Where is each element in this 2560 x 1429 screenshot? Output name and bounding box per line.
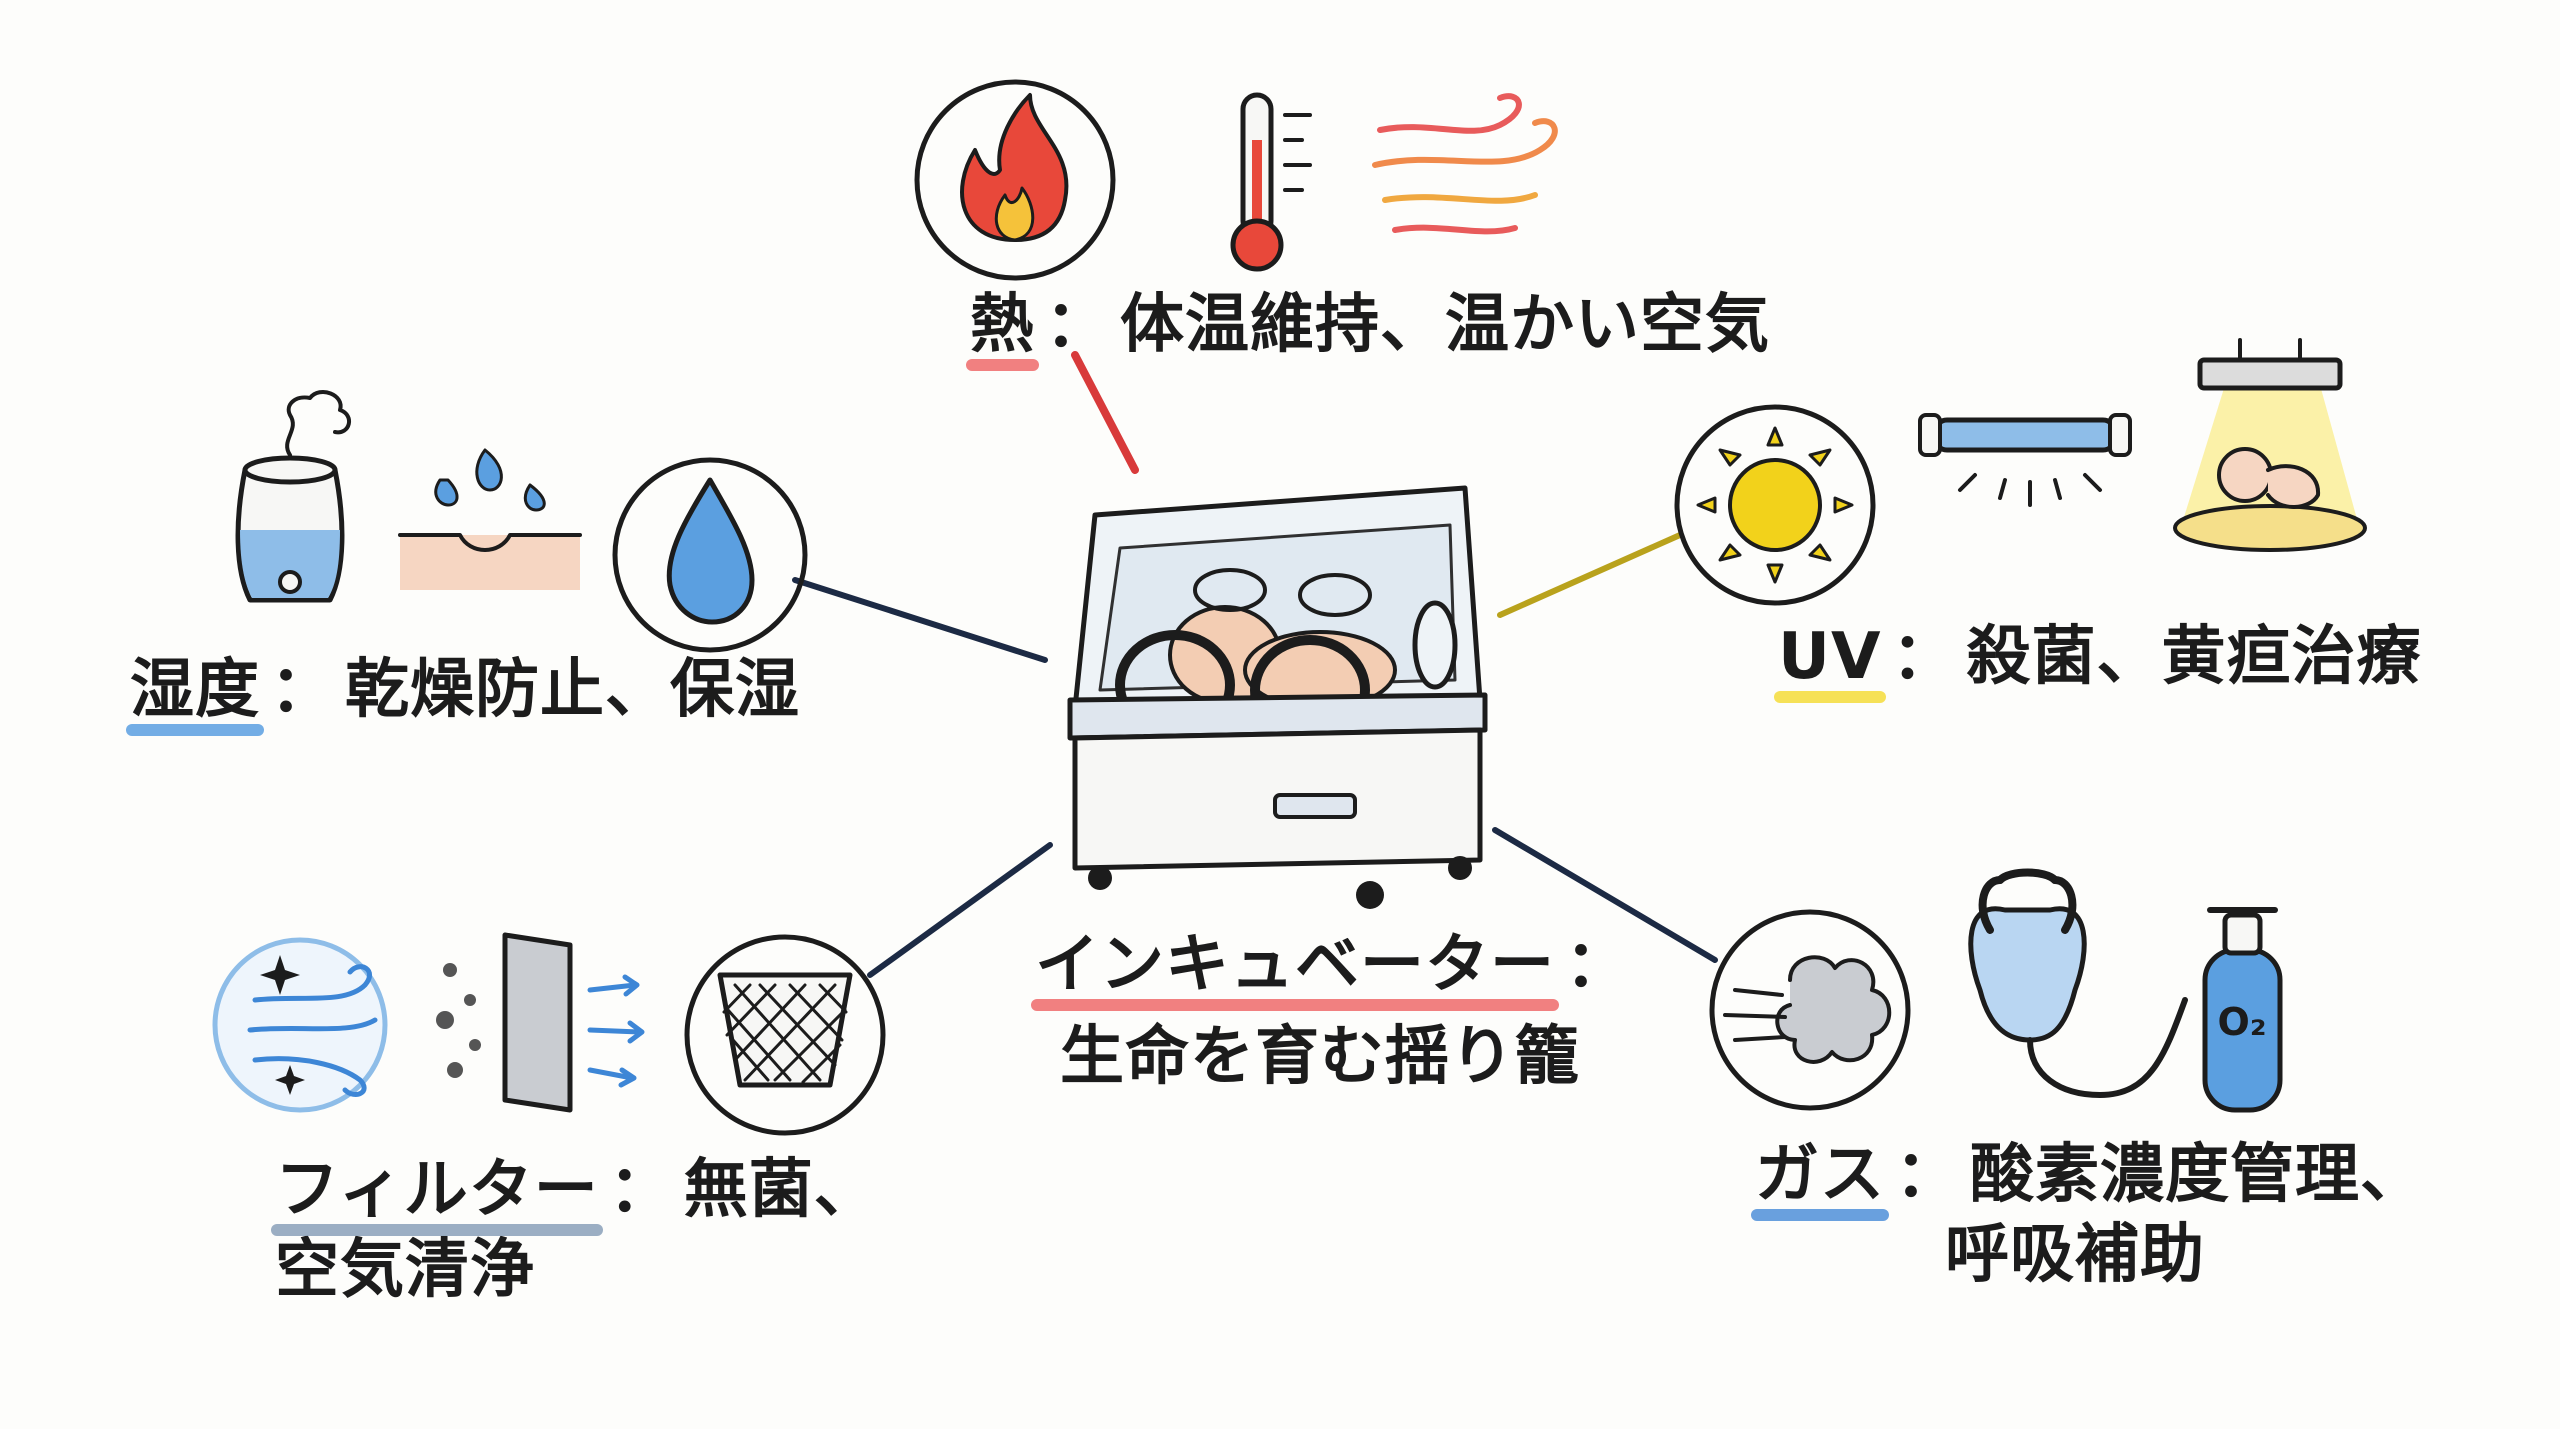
heat-label: 熱：体温維持、温かい空気	[966, 285, 1770, 371]
heat-heading: 熱	[966, 285, 1039, 371]
filter-description-line2: 空気清浄	[275, 1233, 535, 1307]
oxygen-tank-label: O₂	[2218, 1000, 2267, 1044]
gas-cloud-icon	[1709, 909, 1911, 1111]
sun-icon	[1674, 404, 1876, 606]
center-subtitle: 生命を育む揺り籠	[1060, 1020, 1580, 1094]
humidity-heading: 湿度	[126, 650, 264, 736]
uv-heading: UV	[1774, 617, 1885, 703]
uv-description: 殺菌、黄疸治療	[1966, 620, 2422, 694]
filter-label: フィルター：無菌、 空気清浄	[271, 1150, 879, 1310]
oxygen-tank-icon: O₂	[2202, 907, 2283, 1113]
gas-description: 酸素濃度管理、	[1970, 1138, 2425, 1212]
humidity-description: 乾燥防止、保湿	[345, 653, 800, 727]
air-filter-icon	[436, 932, 645, 1113]
water-drop-icon	[612, 457, 808, 653]
connector-humidity	[792, 577, 1048, 663]
center-label: インキュベーター： 生命を育む揺り籠	[1031, 925, 1640, 1097]
connector-filter	[867, 842, 1053, 978]
flame-icon	[914, 79, 1116, 281]
filter-separator: ：	[608, 1153, 674, 1227]
uv-separator: ：	[1891, 620, 1957, 694]
connector-heat	[1071, 351, 1139, 474]
gas-label: ガス：酸素濃度管理、 呼吸補助	[1751, 1135, 2425, 1295]
mesh-filter-icon	[684, 934, 886, 1136]
uv-lamp-icon	[1918, 413, 2132, 507]
skin-moisture-icon	[398, 448, 582, 590]
phototherapy-lamp-icon	[2173, 338, 2367, 552]
warm-air-icon	[1372, 93, 1558, 235]
humidifier-icon	[235, 390, 351, 603]
connector-lines	[792, 351, 1718, 978]
gas-separator: ：	[1895, 1138, 1960, 1212]
connector-uv	[1497, 532, 1683, 618]
heat-separator: ：	[1045, 288, 1110, 362]
gas-heading: ガス	[1751, 1135, 1889, 1221]
connector-gas	[1492, 827, 1718, 963]
humidity-separator: ：	[270, 653, 335, 727]
thermometer-icon	[1230, 92, 1312, 272]
gas-description-line2: 呼吸補助	[1945, 1218, 2205, 1292]
filter-heading: フィルター	[271, 1150, 603, 1236]
center-separator: ：	[1565, 928, 1630, 1002]
center-title: インキュベーター	[1031, 925, 1559, 1011]
heat-icons	[914, 79, 1558, 281]
oxygen-mask-icon	[1968, 868, 2188, 1098]
gas-icons: O₂	[1709, 868, 2283, 1113]
heat-description: 体温維持、温かい空気	[1120, 288, 1770, 362]
humidity-label: 湿度：乾燥防止、保湿	[126, 650, 800, 736]
clean-air-icon	[212, 937, 388, 1113]
uv-label: UV：殺菌、黄疸治療	[1774, 617, 2422, 703]
uv-icons	[1674, 338, 2367, 606]
incubator-illustration	[1067, 485, 1488, 909]
filter-icons	[212, 932, 886, 1136]
humidity-icons	[235, 390, 808, 653]
filter-description: 無菌、	[683, 1153, 879, 1227]
